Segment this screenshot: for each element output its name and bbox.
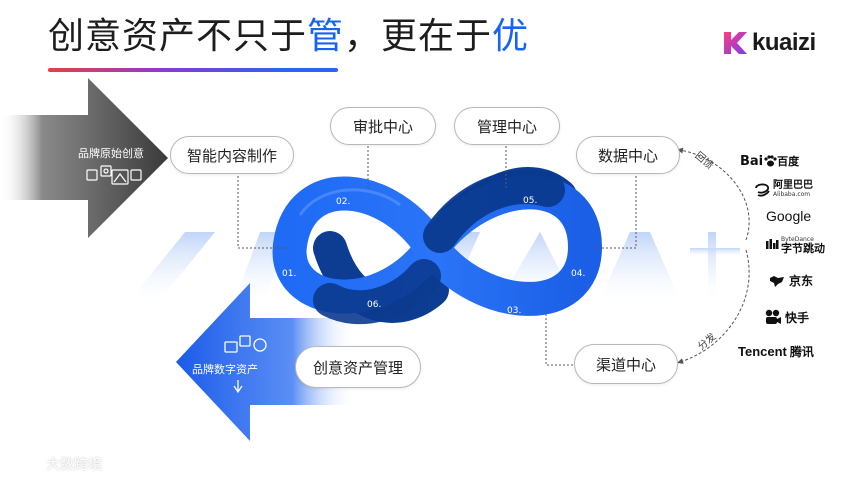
creative-icons [86,165,142,185]
node-review-center: 审批中心 [330,107,436,145]
watermark-logo-icon [9,457,41,471]
brand-jd: 京东 [768,272,813,289]
output-arrow [176,283,355,441]
title-underline [48,68,338,72]
bytedance-cn: 字节跳动 [781,242,825,255]
node-asset-management: 创意资产管理 [295,346,421,388]
node-data-center: 数据中心 [576,136,680,174]
brand-google: Google [766,208,811,224]
alibaba-smile-icon [755,183,770,197]
tencent-cn: 腾讯 [789,345,814,359]
loop-step-2: 02. [336,197,350,207]
jd-dog-icon [770,275,784,287]
title-prefix: 创意资产不只于 [48,16,308,57]
loop-step-5: 05. [523,196,537,206]
watermark: 大数跨境 [8,454,102,474]
watermark-text: 大数跨境 [46,457,102,473]
brand-kuaishou: 快手 [764,308,809,326]
tencent-latin: Tencent [738,344,787,359]
input-arrow [0,78,168,238]
loop-step-6: 06. [367,300,381,310]
node-channel-center: 渠道中心 [574,344,678,384]
baidu-cn: 百度 [777,155,800,168]
brand-tencent: Tencent 腾讯 [738,343,814,360]
kuaizi-logo: kuaizi [722,28,816,58]
alibaba-cn: 阿里巴巴 [773,180,813,191]
bytedance-tiny: ByteDance [781,236,814,243]
brand-baidu: Bai 百度 [740,153,799,169]
distribute-curve [677,249,750,364]
loop-step-1: 01. [282,269,296,279]
node-smart-production: 智能内容制作 [170,136,294,174]
output-arrow-label: 品牌数字资产 [192,363,258,376]
kuaishou-icon [765,309,781,324]
baidu-latin: Bai [740,153,764,169]
baidu-paw-icon [764,155,777,167]
infinity-loop [272,167,603,325]
feedback-distribute-curve [677,147,750,241]
kuaishou-cn: 快手 [785,310,810,325]
jd-cn: 京东 [789,274,814,288]
node-management-center: 管理中心 [454,107,560,145]
connector-lines [237,142,637,366]
title-highlight-manage: 管 [307,16,345,57]
alibaba-tiny: Alibaba.com [773,191,811,198]
kuaizi-logo-text: kuaizi [752,29,816,56]
loop-step-4: 04. [571,269,585,279]
title-highlight-optimize: 优 [492,16,530,57]
page-title: 创意资产不只于管，更在于优 [48,12,529,62]
kuaizi-logo-icon [724,32,747,54]
loop-step-3: 03. [507,306,521,316]
title-middle: ，更在于 [344,16,493,57]
asset-icons [224,335,267,394]
input-arrow-label: 品牌原始创意 [78,147,144,160]
google-latin: Google [766,208,812,224]
bytedance-icon [766,239,779,249]
